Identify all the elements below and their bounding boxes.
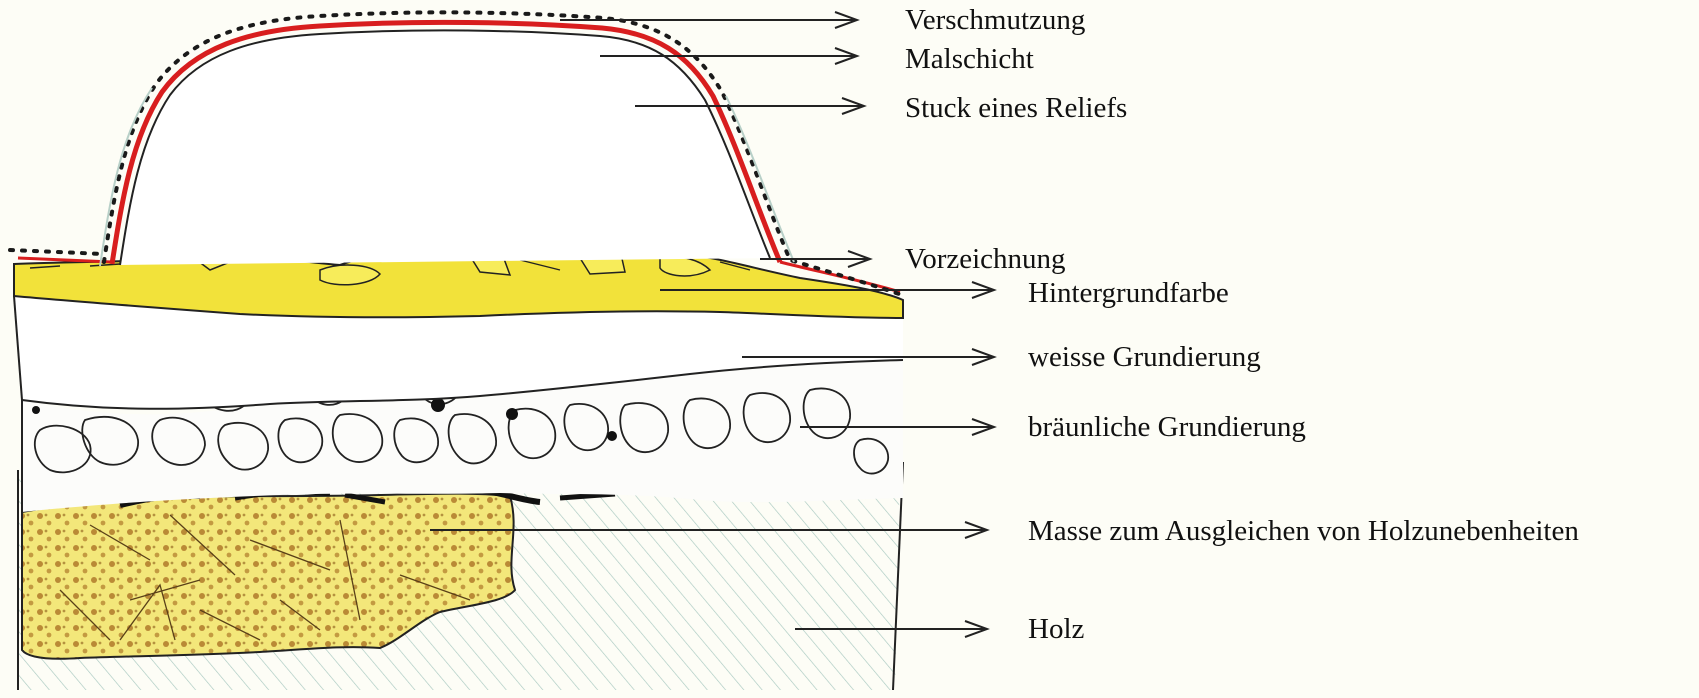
label-braeunliche-grundierung: bräunliche Grundierung	[1028, 411, 1306, 443]
label-stuck: Stuck eines Reliefs	[905, 92, 1127, 124]
label-holz: Holz	[1028, 613, 1085, 645]
label-masse: Masse zum Ausgleichen von Holzunebenheit…	[1028, 515, 1579, 547]
layer-labels: Verschmutzung Malschicht Stuck eines Rel…	[905, 4, 1579, 645]
label-hintergrundfarbe: Hintergrundfarbe	[1028, 277, 1229, 309]
label-verschmutzung: Verschmutzung	[905, 4, 1085, 36]
label-vorzeichnung: Vorzeichnung	[905, 243, 1066, 275]
label-malschicht: Malschicht	[905, 43, 1034, 75]
label-weisse-grundierung: weisse Grundierung	[1028, 341, 1261, 373]
stucco-relief	[120, 30, 770, 265]
